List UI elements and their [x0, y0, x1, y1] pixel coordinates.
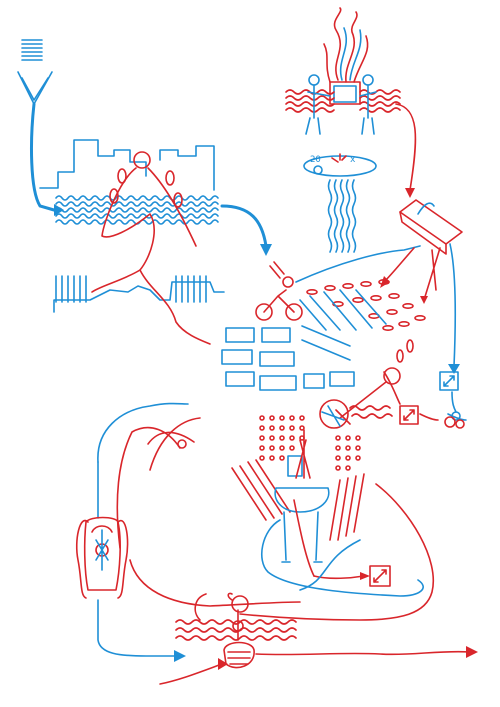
- dancing-figure: [91, 151, 211, 345]
- clock-label-right: x: [350, 155, 356, 165]
- blue-dots: [299, 289, 387, 331]
- red-loop: [239, 483, 435, 621]
- robot-figure: [274, 429, 330, 577]
- blue-u-curve: [260, 519, 424, 597]
- city-skyline: [39, 139, 272, 313]
- clock-dial: 20 x: [303, 153, 377, 177]
- cyclist: [255, 261, 303, 321]
- red-hatching: [231, 459, 365, 541]
- fishing-figure: [319, 367, 401, 429]
- clock-label-left: 20: [310, 155, 321, 165]
- shell-creature: [75, 402, 189, 662]
- red-mesh: [259, 415, 361, 471]
- red-curves-left: [116, 417, 301, 607]
- red-box-top-right: [380, 199, 463, 374]
- expand-box-blue: [439, 371, 467, 421]
- fire-source: [285, 7, 417, 198]
- blue-waterfall: [327, 179, 357, 253]
- red-seed-stream: [306, 278, 426, 363]
- blue-link: [299, 539, 361, 591]
- expand-box-red: [383, 371, 465, 429]
- expand-box-bottom: [313, 565, 391, 587]
- blue-buildings: [221, 325, 355, 391]
- blue-funnel: [17, 39, 64, 216]
- blue-slope: [295, 245, 421, 283]
- figure-bottom-center: [159, 592, 478, 685]
